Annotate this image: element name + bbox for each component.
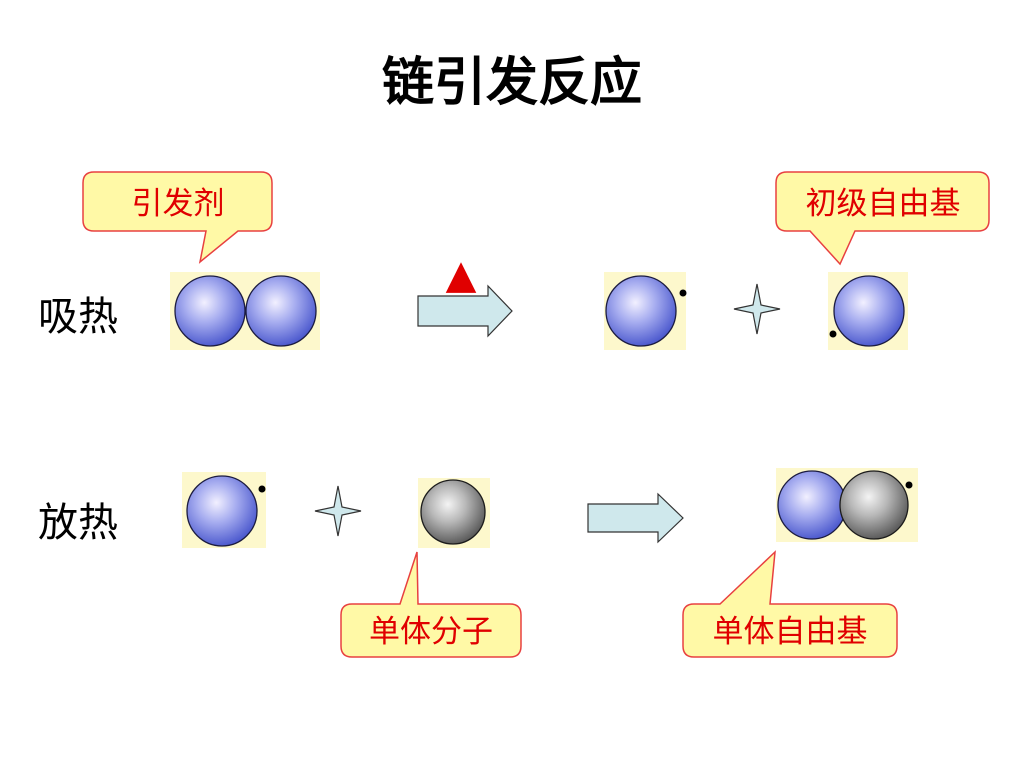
callout-monomer: 单体分子 <box>340 551 522 658</box>
primary-radical-2 <box>828 272 908 350</box>
callout-initiator: 引发剂 <box>82 171 273 264</box>
radical-dot-icon <box>829 330 837 338</box>
monomer-radical-molecule <box>776 468 918 542</box>
page-title: 链引发反应 <box>381 53 642 113</box>
gray-atom <box>839 470 909 540</box>
plus-star-icon <box>314 485 362 537</box>
callout-primary-radical-text: 初级自由基 <box>806 186 961 222</box>
callout-monomer-shape <box>340 551 522 658</box>
callout-primary-radical: 初级自由基 <box>775 171 990 266</box>
reaction-arrow-icon <box>587 492 684 544</box>
blue-atom <box>174 275 246 347</box>
primary-radical-1 <box>604 272 687 350</box>
callout-initiator-text: 引发剂 <box>132 186 225 222</box>
callout-monomer-radical: 单体自由基 <box>682 550 898 658</box>
gray-atom <box>420 479 486 545</box>
blue-atom <box>186 475 258 547</box>
radical-dot-icon <box>679 289 687 297</box>
blue-atom <box>833 275 905 347</box>
blue-atom <box>605 275 677 347</box>
plus-star-icon <box>733 283 781 335</box>
blue-atom <box>245 275 317 347</box>
callout-initiator-shape <box>82 171 273 264</box>
callout-monomer-radical-text: 单体自由基 <box>713 614 868 650</box>
heat-triangle-icon: ▲ <box>446 252 477 298</box>
reaction-arrow-icon <box>417 284 513 338</box>
callout-primary-radical-shape <box>775 171 990 266</box>
initiator-molecule <box>170 272 320 350</box>
primary-radical-3 <box>182 472 266 548</box>
endothermic-label: 吸热 <box>38 294 118 340</box>
radical-dot-icon <box>905 481 913 489</box>
callout-monomer-radical-shape <box>682 550 898 658</box>
callout-monomer-text: 单体分子 <box>369 614 493 650</box>
exothermic-label: 放热 <box>38 500 118 546</box>
blue-atom <box>777 470 847 540</box>
radical-dot-icon <box>258 485 266 493</box>
monomer-molecule <box>418 478 490 548</box>
